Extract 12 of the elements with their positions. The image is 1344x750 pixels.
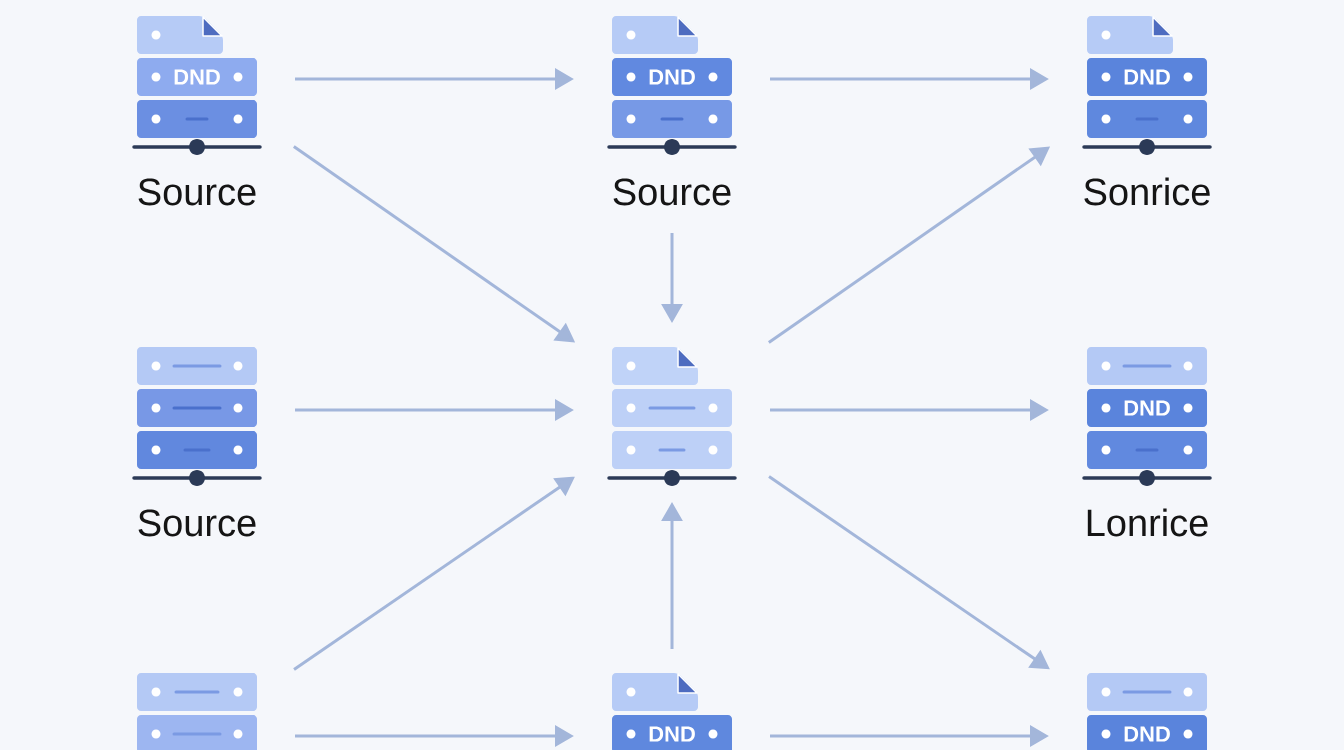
node-label: Source bbox=[138, 178, 256, 206]
tag-text: DND bbox=[1124, 69, 1170, 85]
tag-text: DND bbox=[1124, 400, 1170, 416]
node-label: Lonrice bbox=[1087, 508, 1208, 537]
node-label: Sonrice bbox=[1084, 177, 1210, 206]
server-icon bbox=[607, 347, 737, 486]
node-label: Source bbox=[138, 509, 256, 537]
node-label: Source bbox=[613, 178, 731, 206]
tag-text: DND bbox=[1124, 726, 1170, 742]
server-icon bbox=[137, 673, 257, 750]
tag-text: DND bbox=[174, 69, 220, 85]
tag-text: DND bbox=[649, 69, 695, 85]
